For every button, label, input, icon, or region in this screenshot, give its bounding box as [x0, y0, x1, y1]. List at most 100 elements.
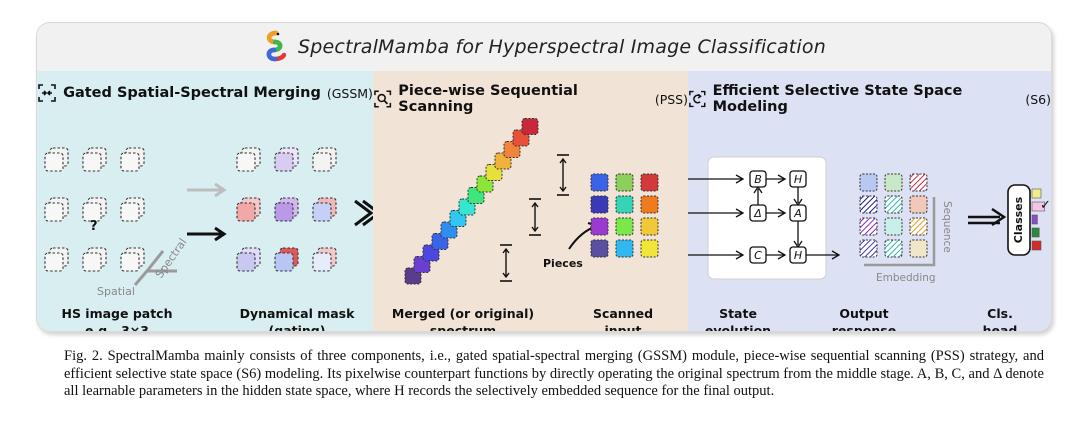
hs-cube-2-1 — [82, 247, 107, 272]
input-arrow-b — [688, 174, 745, 184]
piece-bracket-2 — [529, 198, 541, 236]
sequence-label: Sequence — [941, 201, 953, 253]
node-h-bottom: H — [789, 246, 807, 264]
class-bar-3 — [1031, 227, 1040, 238]
mask-cube-0-0 — [236, 147, 261, 172]
node-b-box — [749, 170, 767, 188]
piece-bracket-2-arrow — [531, 201, 539, 233]
mask-cube-2-0-front — [236, 252, 256, 272]
pieces-label: Pieces — [543, 257, 583, 270]
piece-bracket-3-arrow — [502, 247, 510, 279]
output-cell-1-1 — [884, 195, 903, 214]
edge-delta-a — [766, 208, 787, 218]
spectral-axis — [145, 250, 165, 272]
node-delta-text: Δ — [753, 207, 762, 220]
s6-title: Efficient Selective State Space Modeling… — [688, 83, 1051, 115]
hs-cube-2-1-front — [82, 252, 102, 272]
scanned-cell-3-0 — [590, 239, 609, 258]
scanned-cell-1-0 — [590, 195, 609, 214]
merged-label: Merged (or original) spectrum — [383, 305, 543, 332]
node-b-text: B — [754, 173, 762, 186]
check-mark: ✓ — [1040, 198, 1051, 213]
node-h-bottom-box — [789, 246, 807, 264]
gssm-abbr: (GSSM) — [326, 85, 373, 101]
hs-cube-1-1-front — [82, 202, 102, 222]
scan-icon — [374, 90, 392, 108]
state-space-icon — [689, 90, 706, 108]
hs-cube-0-1 — [82, 147, 107, 172]
node-h-top-text: H — [794, 173, 802, 186]
class-bar-1 — [1031, 201, 1045, 212]
cls-head-label: Cls. head — [970, 305, 1030, 331]
hs-cube-0-0 — [44, 147, 69, 172]
mask-cube-1-2-front — [312, 202, 332, 222]
hs-patch-label-line2: e.g., 3×3 — [85, 323, 149, 332]
pss-title: Piece-wise Sequential Scanning (PSS) — [373, 83, 688, 115]
output-cell-2-0 — [859, 217, 878, 236]
mask-cube-0-0-front — [236, 152, 256, 172]
piece-bracket-3 — [500, 244, 512, 282]
hs-patch-label: HS image patch e.g., 3×3 — [47, 305, 187, 332]
edge-c-h — [766, 250, 787, 260]
embedding-label: Embedding — [876, 272, 936, 284]
scanned-cell-2-1 — [615, 217, 634, 236]
mask-label-line2: (gating) — [268, 323, 326, 332]
spectrum-block-13 — [521, 118, 539, 135]
output-cell-3-2 — [909, 239, 928, 258]
mask-cube-0-2-front — [312, 152, 332, 172]
gssm-panel: Gated Spatial-Spectral Merging (GSSM) ?S… — [37, 71, 373, 331]
black-arrow — [187, 226, 227, 242]
input-arrow-c — [688, 250, 745, 260]
scanned-cell-1-2 — [640, 195, 659, 214]
state-label-line2: evolution — [704, 323, 772, 332]
output-cell-0-1 — [884, 173, 903, 192]
class-bar-0 — [1031, 188, 1042, 199]
output-arrow — [806, 250, 841, 260]
scanned-cell-2-0 — [590, 217, 609, 236]
chevron-arrow — [354, 199, 373, 227]
output-cell-2-1 — [884, 217, 903, 236]
node-b: B — [749, 170, 767, 188]
output-cell-3-0 — [859, 239, 878, 258]
gssm-title: Gated Spatial-Spectral Merging (GSSM) — [37, 83, 373, 103]
figure-title: SpectralMamba for Hyperspectral Image Cl… — [298, 36, 826, 58]
node-a-box — [789, 204, 807, 222]
classes-box — [1007, 184, 1031, 256]
merge-icon — [38, 84, 56, 102]
pss-title-text: Piece-wise Sequential Scanning — [398, 83, 578, 115]
mask-cube-1-0 — [236, 197, 261, 222]
mamba-logo-icon — [266, 30, 287, 62]
node-c-text: C — [754, 249, 762, 262]
merged-label-line2: spectrum — [429, 323, 497, 332]
output-cell-3-1 — [884, 239, 903, 258]
mask-cube-0-2 — [312, 147, 337, 172]
node-c-box — [749, 246, 767, 264]
cls-label-line1: Cls. — [987, 306, 1013, 321]
question-mark: ? — [90, 219, 98, 234]
input-arrow-delta — [688, 208, 745, 218]
state-label-line1: State — [719, 306, 757, 321]
piece-bracket-1-arrow — [559, 157, 567, 193]
embedding-sequence-axes — [864, 197, 936, 267]
scanned-cell-1-1 — [615, 195, 634, 214]
hs-cube-2-2 — [120, 247, 145, 272]
node-h-top-box — [789, 170, 807, 188]
pss-panel: Piece-wise Sequential Scanning (PSS) Pie… — [373, 71, 688, 331]
hs-cube-2-0-front — [44, 252, 64, 272]
node-c: C — [749, 246, 767, 264]
output-label-line1: Output — [839, 306, 889, 321]
scanned-cell-0-0 — [590, 173, 609, 192]
merged-label-line1: Merged (or original) — [391, 306, 535, 321]
hs-cube-1-1 — [82, 197, 107, 222]
grey-arrow — [187, 182, 227, 198]
scanned-label-line1: Scanned — [592, 306, 654, 321]
output-cell-1-0 — [859, 195, 878, 214]
hs-cube-1-0-front — [44, 202, 64, 222]
mask-label: Dynamical mask (gating) — [227, 305, 367, 332]
classes-label: Classes — [1012, 196, 1025, 243]
hs-cube-1-2-front — [120, 202, 140, 222]
mask-cube-2-1 — [274, 247, 299, 272]
scanned-cell-0-1 — [615, 173, 634, 192]
mask-cube-2-1-front — [274, 252, 294, 272]
